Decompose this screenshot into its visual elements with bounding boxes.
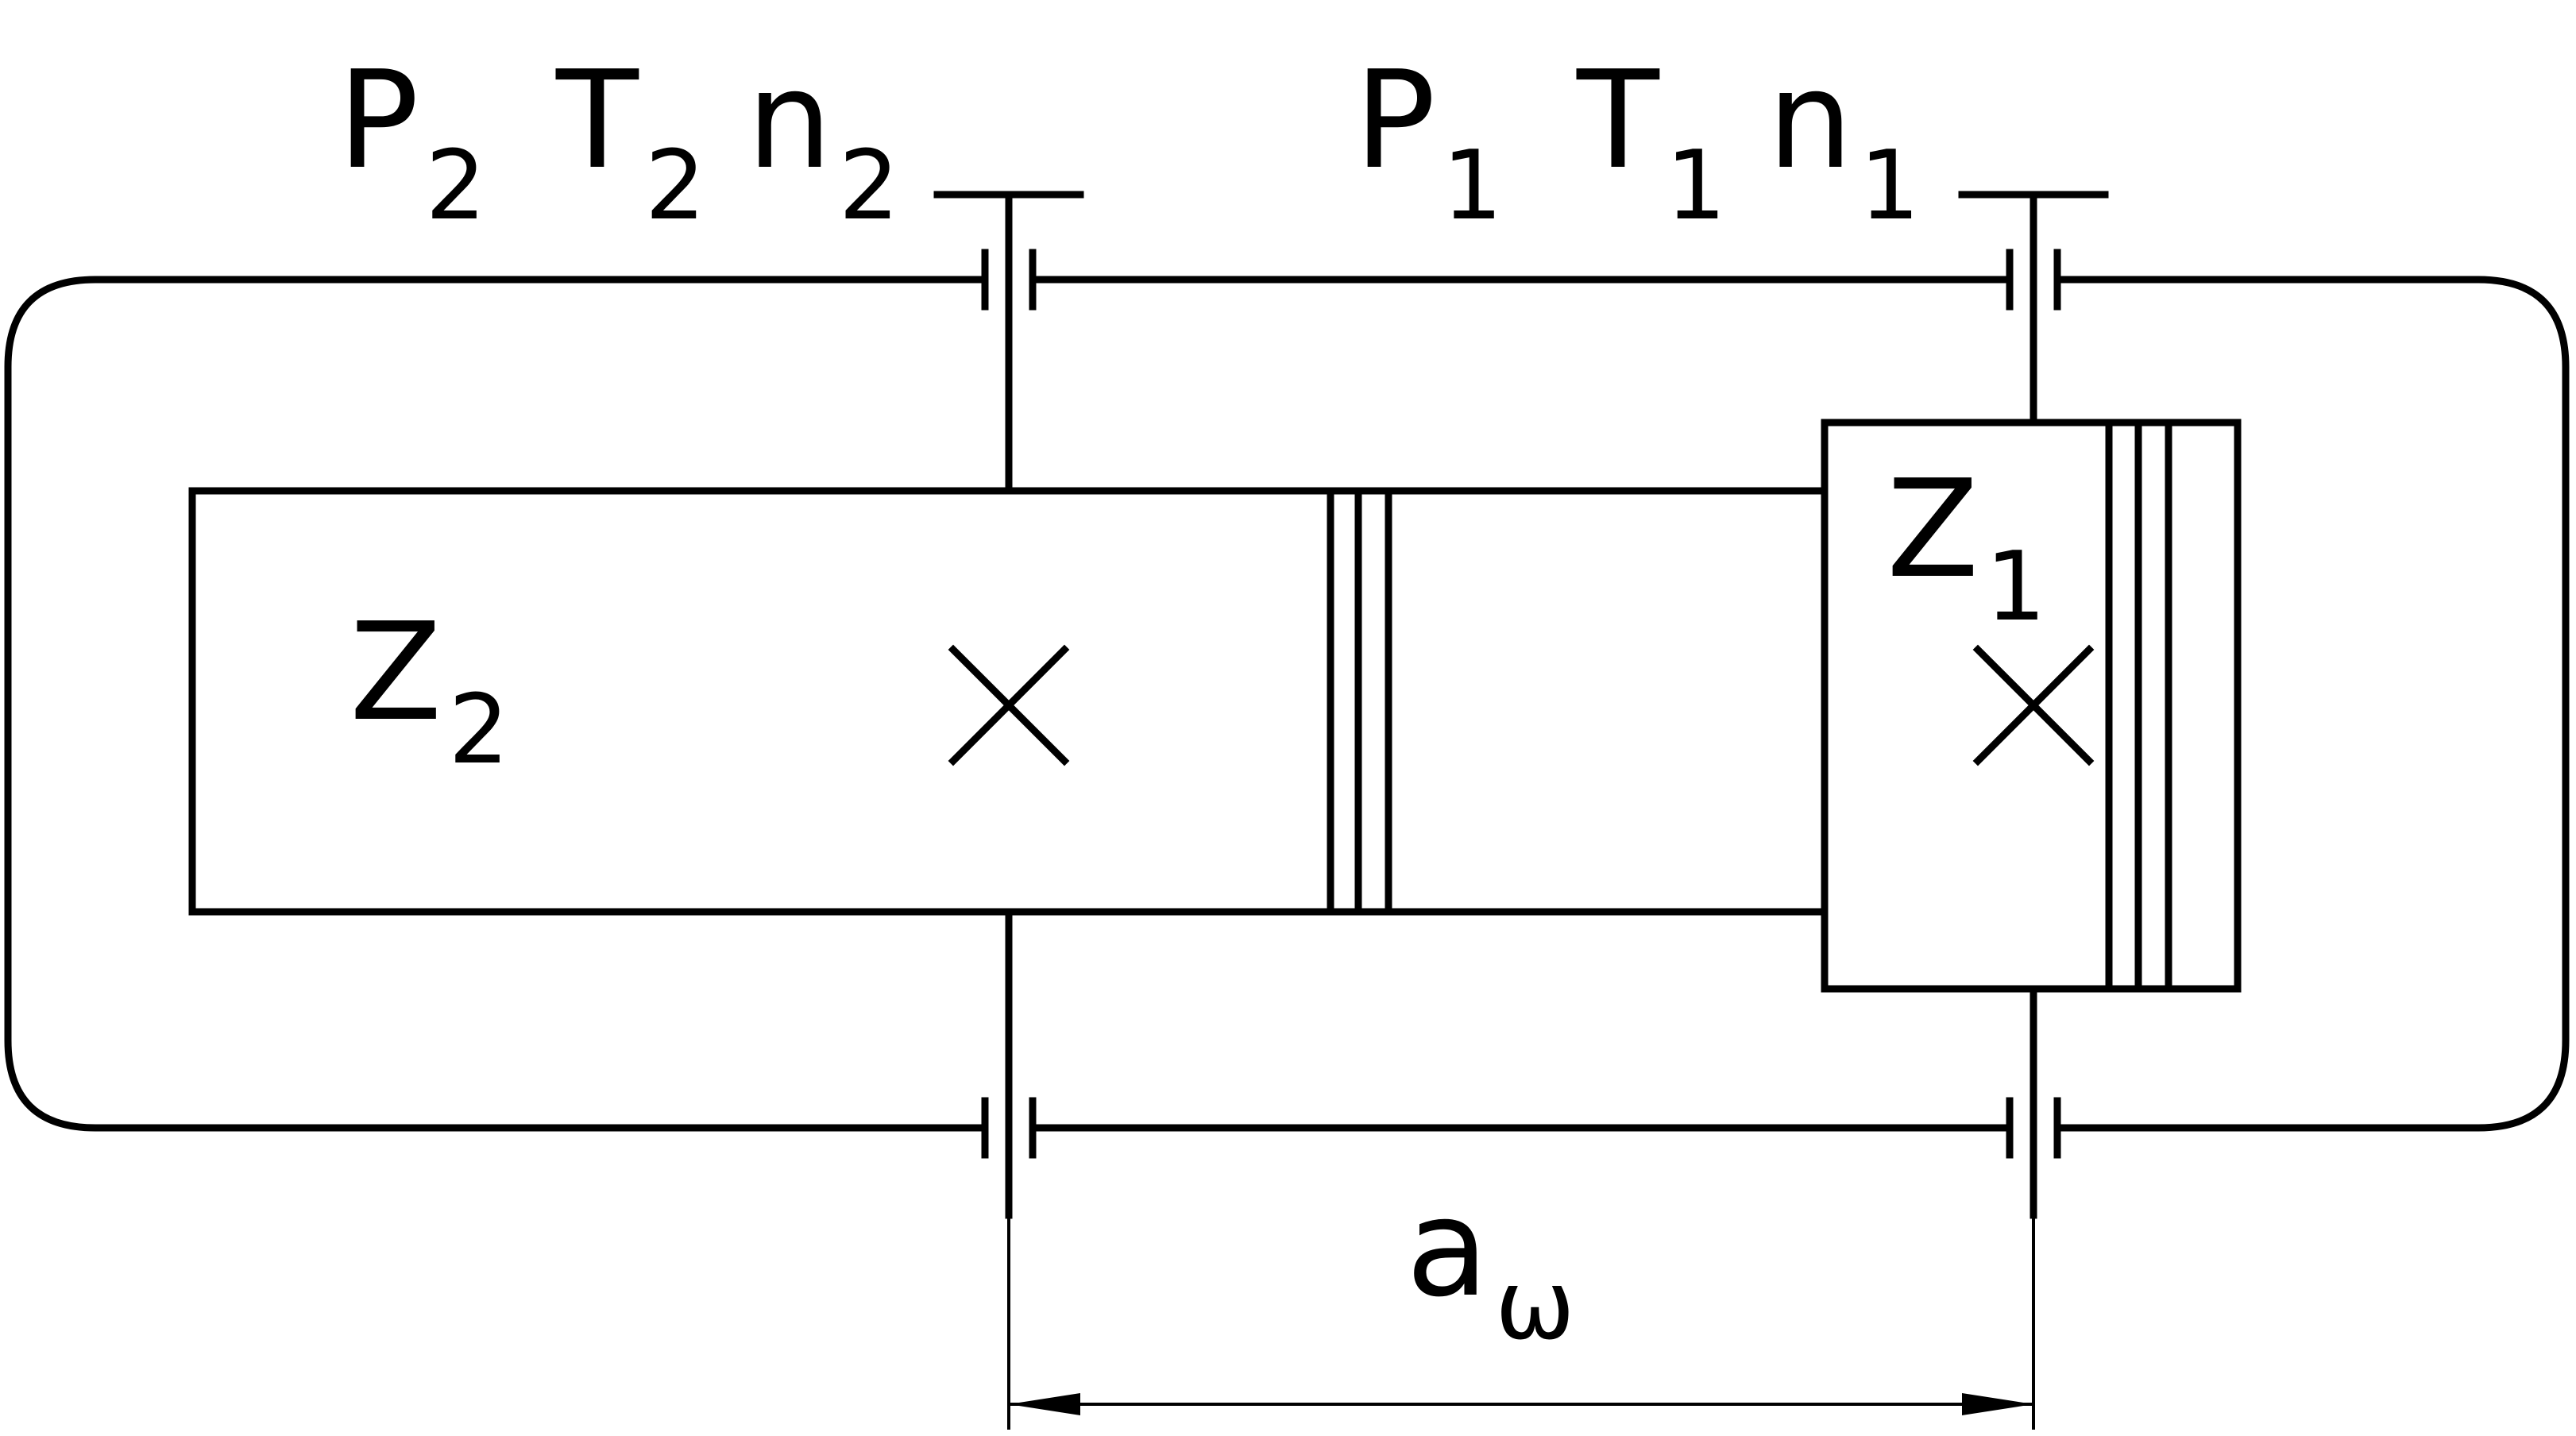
gear-pinion-z1 [1821,419,2242,993]
label-n1: n1 [1767,42,1920,241]
label-center-distance: aω [1406,1170,1575,1361]
output-shaft [933,191,1084,1219]
arrow-right-icon [1962,1393,2033,1415]
label-t2: T2 [555,42,705,241]
center-distance-dimension [1007,1215,2035,1430]
bearing-output-bottom [981,1097,1037,1159]
label-p1: P1 [1354,42,1503,241]
bearing-input-top [2006,249,2061,311]
label-t1: T1 [1576,42,1726,241]
arrow-left-icon [1009,1393,1080,1415]
label-z2: Z2 [350,594,509,786]
label-p2: P2 [338,42,486,241]
input-shaft [1958,191,2109,1219]
label-n2: n2 [747,42,899,241]
housing-outline [4,276,2570,1132]
pinion-axis-cross-icon [1972,644,2095,766]
bearing-input-bottom [2006,1097,2061,1159]
label-z1: Z1 [1887,451,2046,643]
bearing-output-top [981,249,1037,311]
wheel-axis-cross-icon [948,644,1070,766]
